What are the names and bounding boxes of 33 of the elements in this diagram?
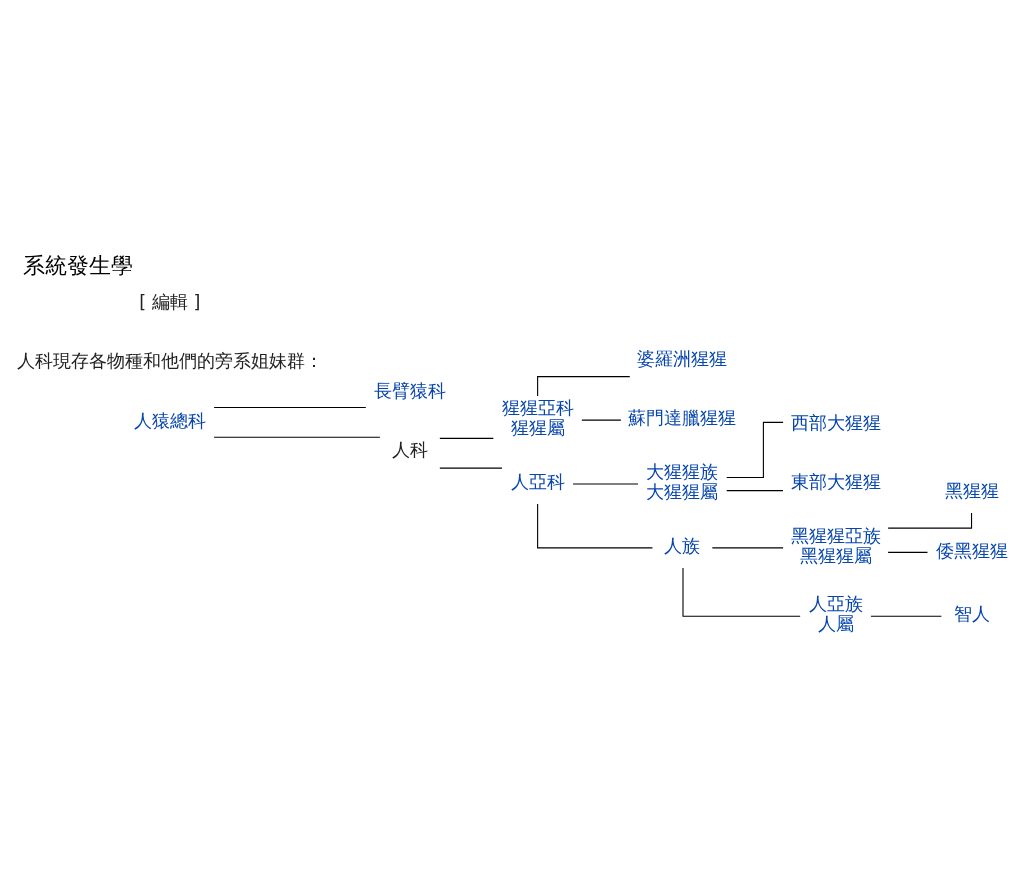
node-text: 蘇門達臘猩猩 — [627, 407, 736, 428]
node-text: 倭黑猩猩 — [935, 540, 1008, 561]
label: [ 編輯 ] — [138, 291, 200, 312]
connector — [536, 502, 653, 548]
node-text: 人族 — [663, 535, 700, 556]
node-text: 猩猩亞科 猩猩屬 — [501, 397, 574, 438]
node-text: 大猩猩族 大猩猩屬 — [645, 461, 718, 502]
node-text: 西部大猩猩 — [790, 412, 881, 433]
node-text: 婆羅洲猩猩 — [636, 348, 727, 369]
node-text: 人亞科 — [510, 471, 565, 492]
node-text: 智人 — [953, 603, 990, 624]
connector — [887, 551, 928, 553]
connector — [725, 421, 784, 478]
connector — [711, 546, 784, 548]
node-text: 長臂猿科 — [373, 380, 446, 401]
connector — [869, 615, 942, 617]
diagram-title: 系統發生學 — [22, 252, 133, 278]
label: 人科現存各物種和他們的旁系姐妹群： — [16, 350, 323, 371]
node-text: 人亞族 人屬 — [808, 593, 863, 634]
connector — [725, 489, 783, 491]
connector — [887, 511, 972, 529]
node-text: 人科 — [391, 439, 428, 460]
connector — [213, 436, 380, 438]
node-text: 黑猩猩亞族 黑猩猩屬 — [790, 525, 881, 566]
connector — [580, 419, 621, 421]
node-text: 東部大猩猩 — [790, 471, 881, 492]
node-text: 人猿總科 — [133, 410, 206, 431]
connector — [438, 467, 502, 469]
connector — [681, 567, 801, 617]
connector — [536, 375, 630, 396]
node-text: 黑猩猩 — [944, 480, 999, 501]
connector — [438, 437, 494, 439]
connector — [213, 406, 366, 408]
